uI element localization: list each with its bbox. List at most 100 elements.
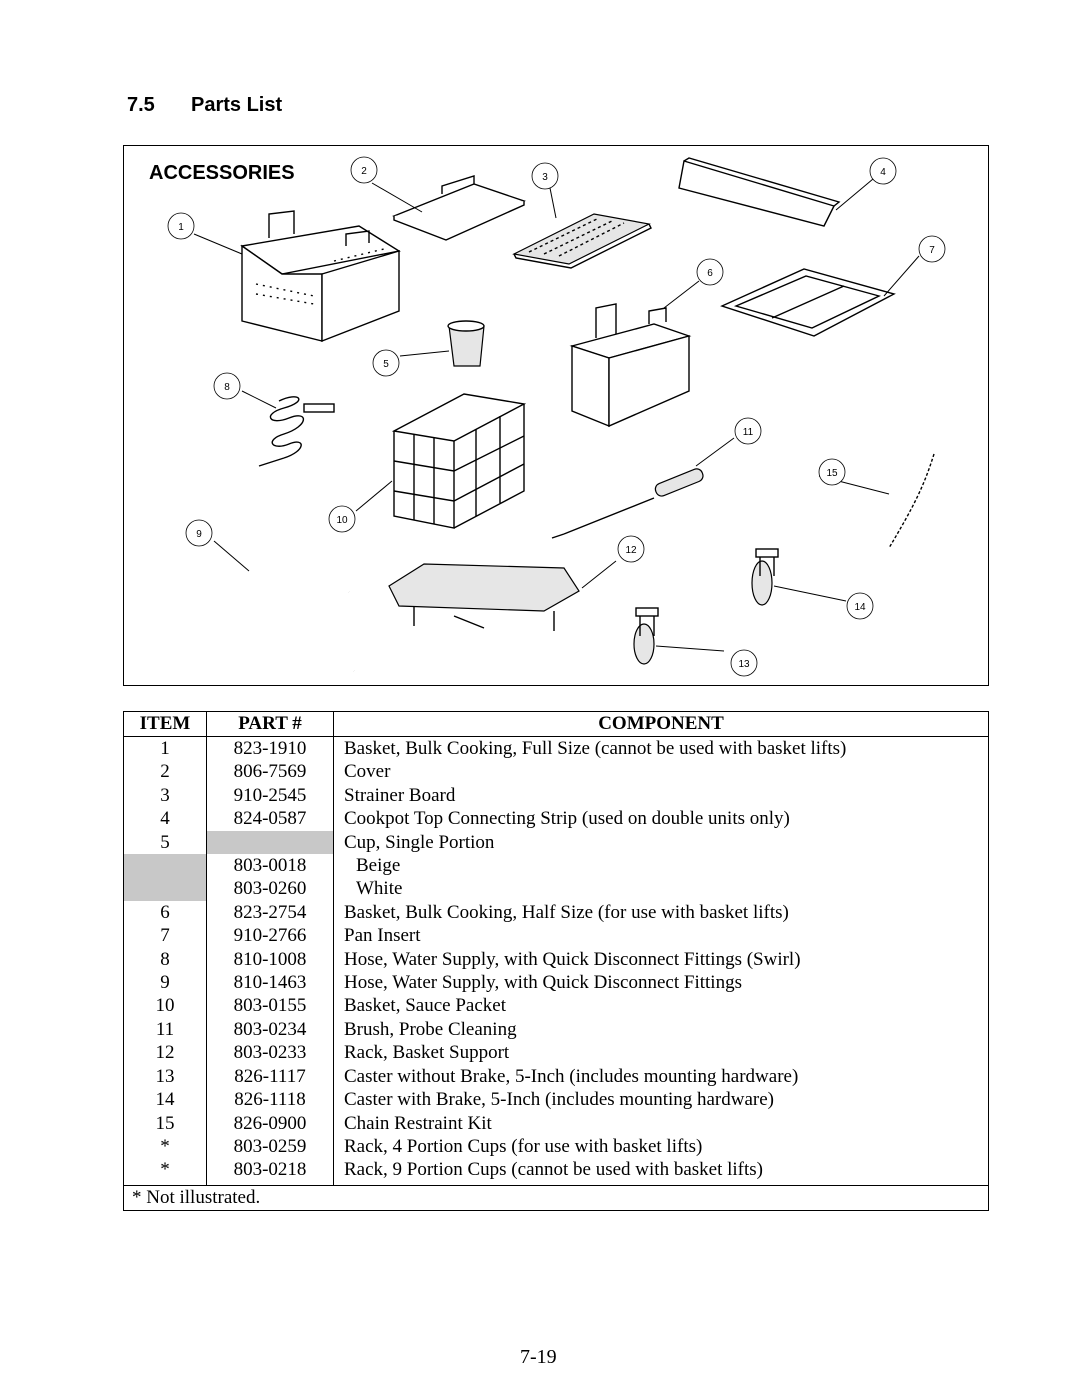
svg-text:1: 1 <box>178 222 184 233</box>
component-cell: Basket, Bulk Cooking, Half Size (for use… <box>333 900 989 925</box>
callout-5: 5 <box>372 349 400 377</box>
part-cell: 803-0155 <box>206 994 334 1018</box>
svg-text:6: 6 <box>707 268 713 279</box>
half-size-basket-drawing <box>569 303 692 428</box>
probe-cleaning-brush-drawing <box>551 468 704 539</box>
callout-3: 3 <box>531 162 559 190</box>
item-cell: 12 <box>123 1041 207 1065</box>
part-cell: 823-2754 <box>206 900 334 925</box>
table-row: 5 Cup, Single Portion <box>123 830 989 855</box>
svg-text:3: 3 <box>542 172 548 183</box>
item-cell: 1 <box>123 736 207 761</box>
accessories-figure: 1 2 3 4 5 6 7 8 9 10 11 12 13 14 15 ACCE… <box>123 145 989 686</box>
component-cell: Basket, Sauce Packet <box>333 994 989 1018</box>
connecting-strip-drawing <box>678 157 841 227</box>
svg-text:13: 13 <box>738 659 750 670</box>
component-cell: Chain Restraint Kit <box>333 1111 989 1135</box>
component-cell: Caster without Brake, 5-Inch (includes m… <box>333 1064 989 1089</box>
svg-text:10: 10 <box>336 515 348 526</box>
section-heading: 7.5 Parts List <box>127 94 282 117</box>
straight-hose-drawing <box>234 563 355 673</box>
callout-13: 13 <box>730 649 758 677</box>
item-cell: 13 <box>123 1064 207 1089</box>
component-cell: Rack, 9 Portion Cups (cannot be used wit… <box>333 1158 989 1186</box>
part-cell: 826-0900 <box>206 1111 334 1135</box>
component-cell: Beige <box>333 854 989 878</box>
callout-14: 14 <box>846 592 874 620</box>
item-cell: 11 <box>123 1017 207 1042</box>
part-cell: 806-7569 <box>206 760 334 784</box>
item-cell: 3 <box>123 783 207 808</box>
svg-text:9: 9 <box>196 529 202 540</box>
callout-1: 1 <box>167 212 195 240</box>
cover-drawing <box>392 175 526 241</box>
item-cell: 7 <box>123 924 207 948</box>
part-cell: 803-0018 <box>206 854 334 878</box>
svg-text:8: 8 <box>224 382 230 393</box>
item-cell: 9 <box>123 971 207 995</box>
accessories-illustration: 1 2 3 4 5 6 7 8 9 10 11 12 13 14 15 <box>167 156 946 677</box>
footnote: * Not illustrated. <box>123 1184 989 1211</box>
callout-6: 6 <box>696 258 724 286</box>
svg-text:5: 5 <box>383 359 389 370</box>
item-cell: 5 <box>123 830 207 855</box>
item-cell: 10 <box>123 994 207 1018</box>
part-cell-shaded <box>206 830 334 855</box>
callout-9: 9 <box>185 519 213 547</box>
section-number: 7.5 <box>127 94 155 116</box>
part-cell: 803-0218 <box>206 1158 334 1186</box>
callout-11: 11 <box>734 417 762 445</box>
part-cell: 910-2545 <box>206 783 334 808</box>
component-cell: Caster with Brake, 5-Inch (includes moun… <box>333 1088 989 1112</box>
component-cell: Rack, 4 Portion Cups (for use with baske… <box>333 1134 989 1159</box>
part-cell: 826-1117 <box>206 1064 334 1089</box>
portion-cup-drawing <box>447 320 485 367</box>
component-cell: Basket, Bulk Cooking, Full Size (cannot … <box>333 736 989 761</box>
part-cell: 824-0587 <box>206 807 334 831</box>
component-cell: Brush, Probe Cleaning <box>333 1017 989 1042</box>
part-cell: 803-0260 <box>206 877 334 901</box>
svg-text:2: 2 <box>361 166 367 177</box>
caster-with-brake-drawing <box>751 548 779 606</box>
svg-text:14: 14 <box>854 602 866 613</box>
item-cell: 4 <box>123 807 207 831</box>
item-cell: 8 <box>123 947 207 972</box>
page-number: 7-19 <box>520 1346 557 1368</box>
header-component: COMPONENT <box>333 711 989 737</box>
pan-insert-drawing <box>720 268 896 337</box>
callout-15: 15 <box>818 458 846 486</box>
part-cell: 803-0234 <box>206 1017 334 1042</box>
part-cell: 826-1118 <box>206 1088 334 1112</box>
component-cell: Strainer Board <box>333 783 989 808</box>
component-cell: Hose, Water Supply, with Quick Disconnec… <box>333 971 989 995</box>
item-cell: * <box>123 1158 207 1186</box>
component-cell: Cookpot Top Connecting Strip (used on do… <box>333 807 989 831</box>
section-title: Parts List <box>191 94 283 116</box>
component-cell: Cup, Single Portion <box>333 830 989 855</box>
item-cell-shaded <box>123 854 207 878</box>
svg-text:11: 11 <box>743 427 754 438</box>
strainer-board-drawing <box>512 213 652 269</box>
callout-12: 12 <box>617 535 645 563</box>
component-cell: White <box>333 877 989 901</box>
svg-text:7: 7 <box>929 245 935 256</box>
item-cell: 6 <box>123 900 207 925</box>
part-cell: 810-1463 <box>206 971 334 995</box>
part-cell: 810-1008 <box>206 947 334 972</box>
part-cell: 803-0233 <box>206 1041 334 1065</box>
chain-restraint-drawing <box>888 453 935 549</box>
full-size-basket-drawing <box>240 210 401 343</box>
component-cell: Rack, Basket Support <box>333 1041 989 1065</box>
